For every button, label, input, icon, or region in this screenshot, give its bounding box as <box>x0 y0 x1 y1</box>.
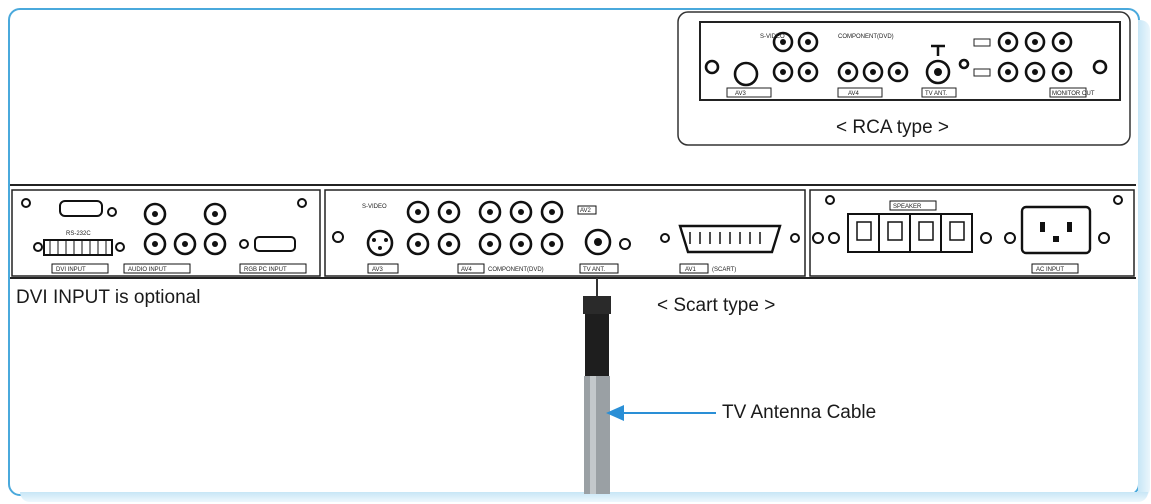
ac-input-label: AC INPUT <box>1036 267 1064 273</box>
rgb-pc-input-label: RGB PC INPUT <box>244 267 287 273</box>
mid-tv-ant-label: TV ANT. <box>583 267 605 273</box>
right-power-block <box>812 195 1123 274</box>
rca-tv-ant-label: TV ANT. <box>925 91 947 97</box>
speaker-label: SPEAKER <box>893 204 922 210</box>
rs232c-label: RS-232C <box>66 231 91 237</box>
rca-component-label: COMPONENT(DVD) <box>838 34 894 40</box>
rca-inset: S-VIDEO COMPONENT(DVD) AV3 AV4 TV ANT. M… <box>677 11 1131 146</box>
mid-component-label: COMPONENT(DVD) <box>488 267 544 273</box>
rca-s-video-label: S-VIDEO <box>760 34 785 40</box>
cable-pointer-arrow <box>606 405 716 421</box>
mid-av1-label: AV1 <box>685 267 697 273</box>
dvi-optional-note: DVI INPUT is optional <box>16 287 201 308</box>
rear-panel <box>10 184 1136 279</box>
frame-shadow-right <box>1138 20 1150 498</box>
rca-monitor-out-label: MONITOR OUT <box>1052 91 1095 97</box>
mid-av3-label: AV3 <box>372 267 384 273</box>
middle-av-block <box>332 200 800 274</box>
frame-shadow-bottom <box>20 492 1148 502</box>
mid-s-video-label: S-VIDEO <box>362 204 387 210</box>
mid-av4-label: AV4 <box>461 267 473 273</box>
rca-type-caption: < RCA type > <box>836 117 950 138</box>
mid-scart-sub-label: (SCART) <box>712 267 736 273</box>
antenna-cable <box>583 278 611 494</box>
rca-av4-label: AV4 <box>848 91 860 97</box>
left-io-block <box>21 198 307 274</box>
audio-input-label: AUDIO INPUT <box>128 267 167 273</box>
dvi-input-label: DVI INPUT <box>56 267 86 273</box>
antenna-cable-label: TV Antenna Cable <box>722 402 877 423</box>
rca-av3-label: AV3 <box>735 91 747 97</box>
scart-type-caption: < Scart type > <box>657 295 776 316</box>
mid-av2-label: AV2 <box>580 208 592 214</box>
